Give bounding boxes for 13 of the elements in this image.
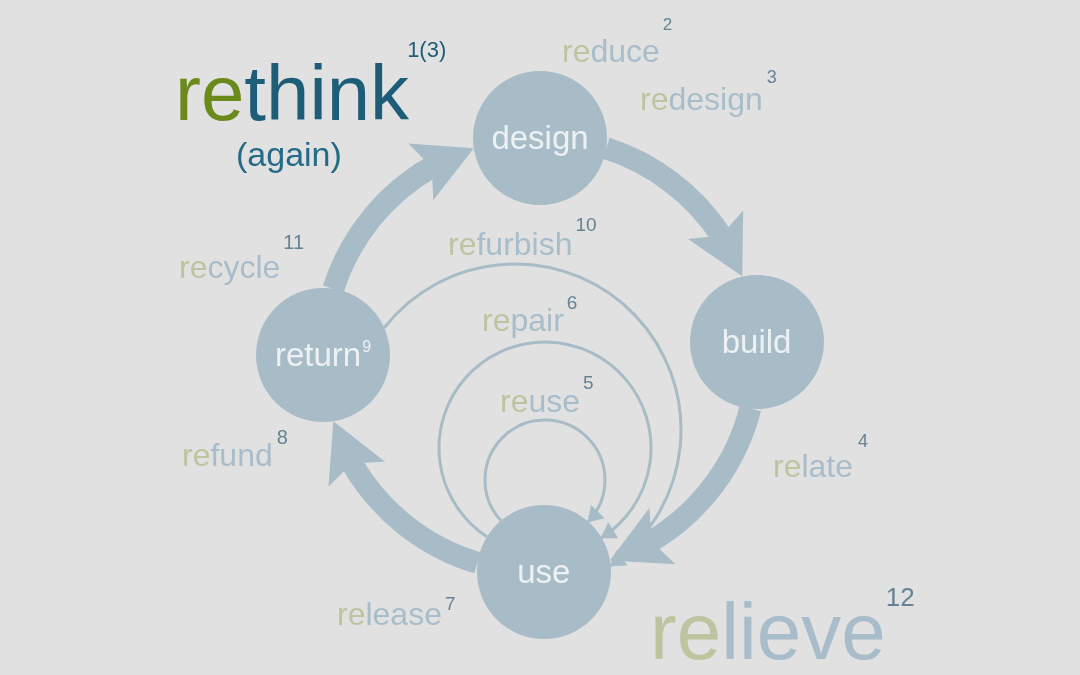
stage-label: use (517, 552, 571, 592)
stage-label: build (721, 322, 792, 362)
edge-label: repair$^{6}$ (482, 292, 578, 340)
edge-label: refurbish$^{10}$ (448, 214, 597, 264)
term-label: release$^{7}$ (337, 593, 456, 634)
loop-arrow (437, 340, 653, 539)
edge-label: reuse$^{5}$ (500, 372, 594, 421)
term-label: refund$^{8}$ (182, 427, 288, 475)
loop-arrow (383, 262, 683, 567)
stage-label: return$^{9}$ (274, 335, 372, 375)
term-label: relieve$^{12}$ (650, 584, 915, 675)
stage-label: design (491, 118, 589, 158)
loop-arrow (483, 418, 607, 523)
